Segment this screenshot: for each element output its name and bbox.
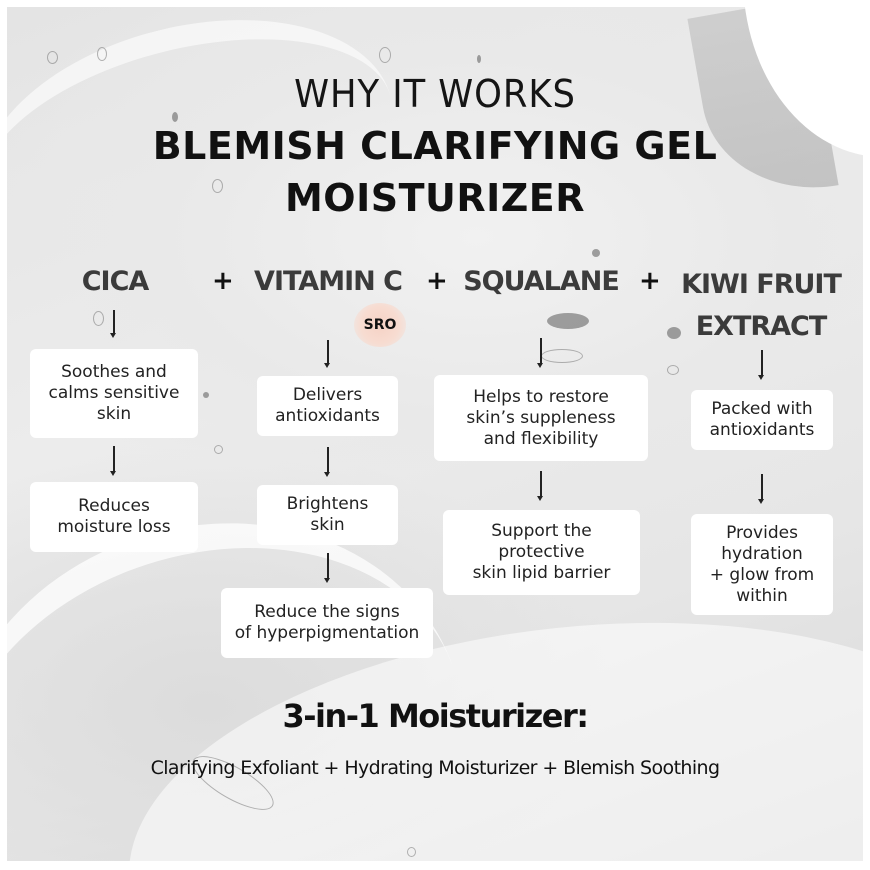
- benefit-card: Brightens skin: [257, 485, 398, 545]
- bubble-icon: [379, 47, 391, 63]
- gel-drop: [667, 327, 681, 339]
- arrow-down-icon: [110, 446, 116, 476]
- bubble-icon: [541, 349, 583, 363]
- bubble-icon: [97, 47, 107, 61]
- gel-drop: [547, 313, 589, 329]
- benefit-card: Support the protective skin lipid barrie…: [443, 510, 640, 595]
- plus-icon: +: [426, 266, 448, 296]
- gel-drop: [592, 249, 600, 257]
- ingredient-kiwi-line1: KIWI FRUIT: [681, 269, 842, 300]
- arrow-down-icon: [758, 350, 764, 380]
- bubble-icon: [667, 365, 679, 375]
- product-title: BLEMISH CLARIFYING GEL MOISTURIZER: [0, 120, 870, 224]
- plus-icon: +: [212, 266, 234, 296]
- bubble-icon: [47, 51, 58, 64]
- plus-icon: +: [639, 266, 661, 296]
- sro-badge: SRO: [354, 303, 406, 347]
- ingredient-vitamin-c: VITAMIN C: [254, 266, 403, 297]
- product-title-line1: BLEMISH CLARIFYING GEL: [152, 124, 718, 168]
- bubble-icon: [214, 445, 223, 454]
- ingredient-kiwi-fruit-extract: KIWI FRUIT EXTRACT: [676, 264, 846, 348]
- benefit-card: Soothes and calms sensitive skin: [30, 349, 198, 438]
- ingredient-cica: CICA: [81, 266, 150, 297]
- bubble-icon: [93, 311, 104, 326]
- arrow-down-icon: [110, 310, 116, 338]
- arrow-down-icon: [324, 447, 330, 477]
- eyebrow-heading: WHY IT WORKS: [294, 72, 576, 116]
- arrow-down-icon: [324, 340, 330, 368]
- arrow-down-icon: [537, 338, 543, 368]
- arrow-down-icon: [324, 553, 330, 583]
- bubble-icon: [407, 847, 416, 857]
- product-title-line2: MOISTURIZER: [284, 176, 586, 220]
- bubble-icon: [212, 179, 223, 193]
- arrow-down-icon: [537, 471, 543, 501]
- gel-drop: [172, 112, 178, 122]
- benefit-card: Reduce the signs of hyperpigmentation: [221, 588, 433, 658]
- ingredient-kiwi-line2: EXTRACT: [695, 311, 828, 342]
- footer-title: 3-in-1 Moisturizer:: [282, 697, 589, 735]
- arrow-down-icon: [758, 474, 764, 504]
- benefit-card: Provides hydration + glow from within: [691, 514, 833, 615]
- benefit-card: Reduces moisture loss: [30, 482, 198, 552]
- gel-drop: [203, 392, 209, 398]
- footer-subtitle: Clarifying Exfoliant + Hydrating Moistur…: [150, 757, 720, 779]
- ingredient-squalane: SQUALANE: [463, 266, 620, 297]
- benefit-card: Delivers antioxidants: [257, 376, 398, 436]
- gel-drop: [477, 55, 481, 63]
- benefit-card: Packed with antioxidants: [691, 390, 833, 450]
- benefit-card: Helps to restore skin’s suppleness and f…: [434, 375, 648, 461]
